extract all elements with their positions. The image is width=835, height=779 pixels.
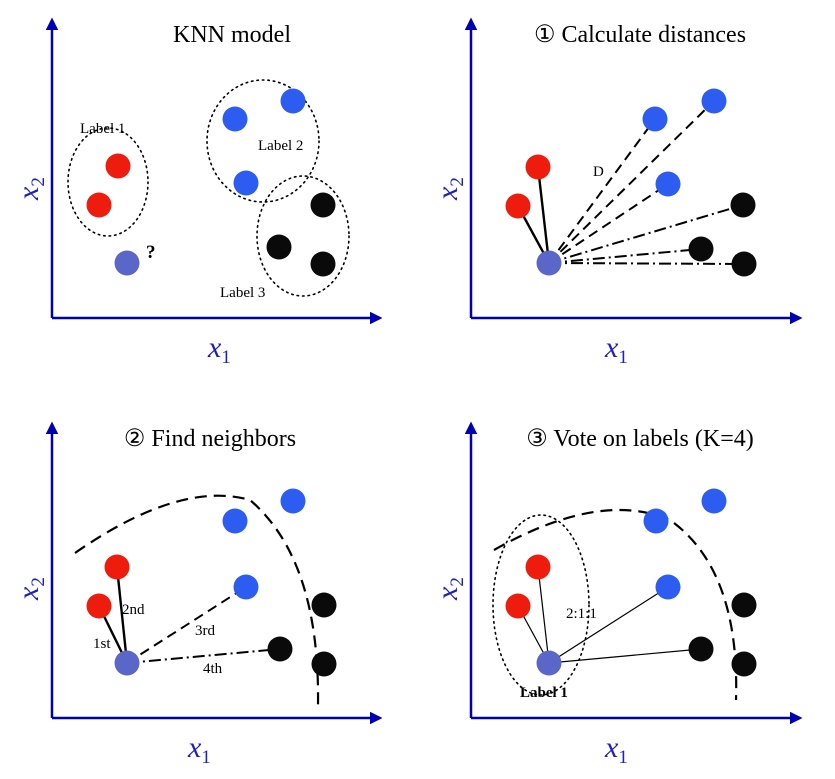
label-3-text: Label 3 (220, 285, 265, 301)
x-axis-label: x1 (187, 731, 211, 768)
x-axis-label: x1 (604, 331, 628, 368)
y-axis-label: x2 (431, 177, 468, 201)
distance-label: D (593, 164, 604, 180)
distance-line (548, 183, 669, 264)
distance-line (548, 262, 745, 265)
black-point (730, 192, 756, 218)
vote-ratio: 2:1:1 (566, 606, 597, 622)
blue-point (701, 488, 727, 514)
blue-point (222, 508, 248, 534)
y-axis-label: x2 (12, 177, 49, 201)
black-point (731, 592, 757, 618)
red-point (505, 193, 531, 219)
black-point (266, 234, 292, 260)
label-1-text: Label 1 (80, 121, 125, 137)
black-point (267, 636, 293, 662)
blue-point (222, 106, 248, 132)
panel-calculate-distances: ① Calculate distances x1 x2 D (431, 17, 803, 368)
blue-point (701, 88, 727, 114)
label-2-text: Label 2 (258, 138, 303, 154)
x-axis-label: x1 (604, 731, 628, 768)
vote-line (537, 566, 550, 664)
red-point (86, 593, 112, 619)
neighbor-boundary (493, 508, 738, 701)
black-point (311, 592, 337, 618)
red-point (86, 192, 112, 218)
vote-line (548, 586, 669, 664)
unknown-mark: ? (146, 242, 156, 263)
rank-3rd: 3rd (195, 623, 215, 639)
vote-line (548, 648, 702, 664)
red-point (105, 153, 131, 179)
panel-find-neighbors: ② Find neighbors x1 x2 1st 2nd 3rd 4th (12, 421, 383, 768)
query-point (536, 250, 562, 276)
query-point (114, 250, 140, 276)
panel-title: ② Find neighbors (124, 426, 296, 452)
black-point (731, 651, 757, 677)
red-point (525, 554, 551, 580)
blue-point (655, 574, 681, 600)
distance-line (548, 118, 656, 264)
blue-point (233, 170, 259, 196)
black-point (310, 192, 336, 218)
distance-line (548, 248, 702, 264)
black-point (688, 236, 714, 262)
vote-group (492, 514, 590, 696)
y-axis-label: x2 (12, 577, 49, 601)
x-axis-label: x1 (207, 331, 231, 368)
red-point (104, 554, 130, 580)
label-1-group (67, 127, 149, 237)
neighbor-boundary (74, 494, 320, 706)
rank-2nd: 2nd (122, 602, 145, 618)
red-point (525, 154, 551, 180)
rank-4th: 4th (203, 661, 223, 677)
result-label: Label 1 (520, 685, 568, 701)
blue-point (655, 171, 681, 197)
panel-knn-model: KNN model x1 x2 Label 1 Label 2 Label 3 … (12, 17, 383, 368)
panel-title: ③ Vote on labels (K=4) (526, 426, 753, 452)
blue-point (233, 574, 259, 600)
distance-line (548, 204, 744, 264)
black-point (311, 651, 337, 677)
blue-point (280, 88, 306, 114)
black-point (310, 251, 336, 277)
distance-line (536, 166, 551, 264)
neighbor-line (126, 648, 281, 664)
black-point (688, 636, 714, 662)
label-2-group (206, 79, 320, 203)
query-point (114, 650, 140, 676)
neighbor-line (126, 586, 247, 664)
label-3-group (256, 175, 350, 297)
y-axis-label: x2 (431, 577, 468, 601)
blue-point (643, 508, 669, 534)
query-point (536, 650, 562, 676)
blue-point (642, 106, 668, 132)
neighbor-line (115, 566, 129, 664)
distance-line (548, 100, 715, 264)
black-point (731, 251, 757, 277)
panel-title: ① Calculate distances (534, 22, 746, 48)
panel-vote-on-labels: ③ Vote on labels (K=4) x1 x2 2:1:1 Label… (431, 421, 803, 768)
panel-title: KNN model (173, 22, 291, 48)
blue-point (280, 488, 306, 514)
rank-1st: 1st (93, 636, 111, 652)
red-point (505, 593, 531, 619)
